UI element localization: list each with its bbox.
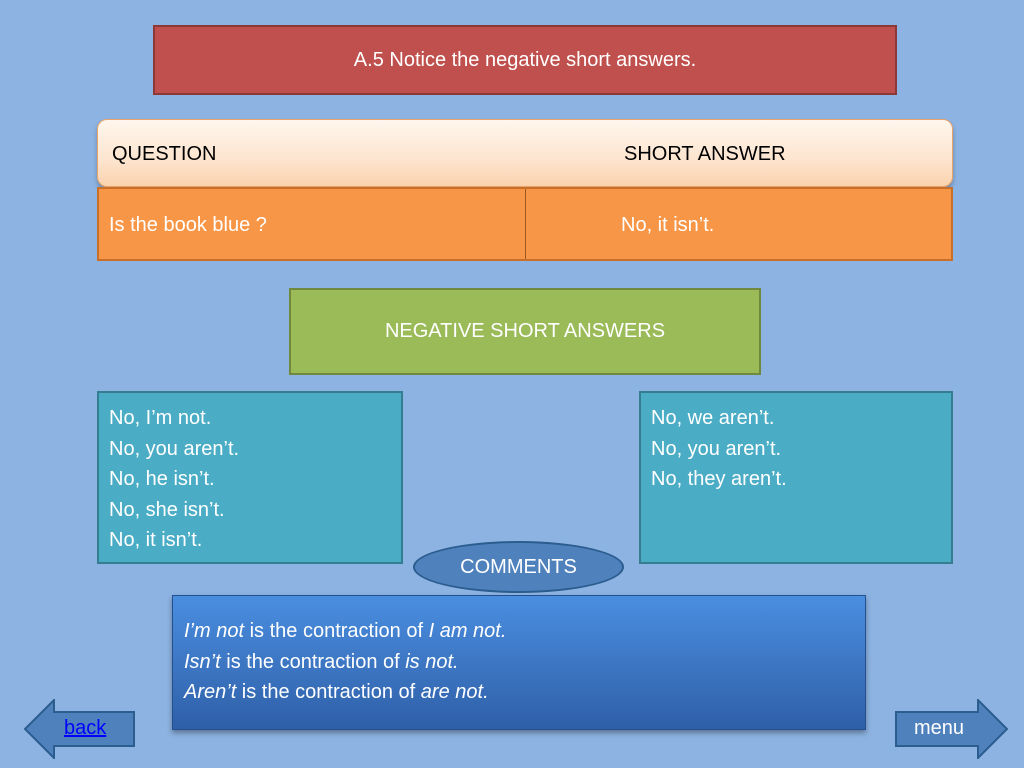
short-answer-column-header: SHORT ANSWER [624, 143, 786, 165]
comment-line: I’m not is the contraction of I am not. [184, 616, 865, 647]
comment-full-form: I am not. [428, 620, 507, 642]
table-row: Is the book blue ? No, it isn’t. [97, 187, 953, 261]
comment-term: I’m not [184, 620, 245, 642]
list-item: No, we aren’t. [651, 407, 775, 429]
menu-button[interactable]: menu [894, 699, 1008, 759]
plural-answers-list: No, we aren’t. No, you aren’t. No, they … [639, 391, 953, 564]
menu-label: menu [914, 717, 965, 739]
left-arrow-icon [24, 699, 135, 759]
column-divider [525, 189, 526, 259]
singular-answers-list: No, I’m not. No, you aren’t. No, he isn’… [97, 391, 403, 564]
comment-text: is the contraction of [244, 620, 429, 642]
right-arrow-icon [895, 699, 1008, 759]
back-link[interactable]: back [64, 717, 107, 739]
list-item: No, she isn’t. [109, 498, 225, 521]
row-question: Is the book blue ? [109, 214, 267, 236]
comment-text: is the contraction of [236, 681, 421, 703]
comment-line: Aren’t is the contraction of are not. [184, 677, 865, 708]
comments-box: I’m not is the contraction of I am not. … [172, 595, 866, 730]
list-item: No, you aren’t. [109, 437, 240, 460]
list-item: No, you aren’t. [651, 437, 782, 460]
row-answer: No, it isn’t. [621, 214, 715, 236]
comment-text: is the contraction of [220, 650, 406, 673]
comment-term: Aren’t [184, 681, 237, 703]
table-header: QUESTION SHORT ANSWER [97, 119, 953, 187]
list-item: No, it isn’t. [109, 529, 203, 551]
list-item: No, I’m not. [109, 407, 212, 429]
slide-title: A.5 Notice the negative short answers. [153, 25, 897, 95]
comment-line: Isn’t is the contraction of is not. [184, 647, 865, 678]
comment-term: Isn’t [184, 650, 221, 673]
comments-label: COMMENTS [413, 541, 624, 593]
list-item: No, he isn’t. [109, 468, 215, 490]
comment-full-form: are not. [420, 681, 489, 703]
section-heading: NEGATIVE SHORT ANSWERS [289, 288, 761, 375]
list-item: No, they aren’t. [651, 468, 787, 490]
question-column-header: QUESTION [112, 143, 217, 165]
back-button[interactable]: back [24, 699, 136, 759]
comment-full-form: is not. [405, 650, 459, 673]
